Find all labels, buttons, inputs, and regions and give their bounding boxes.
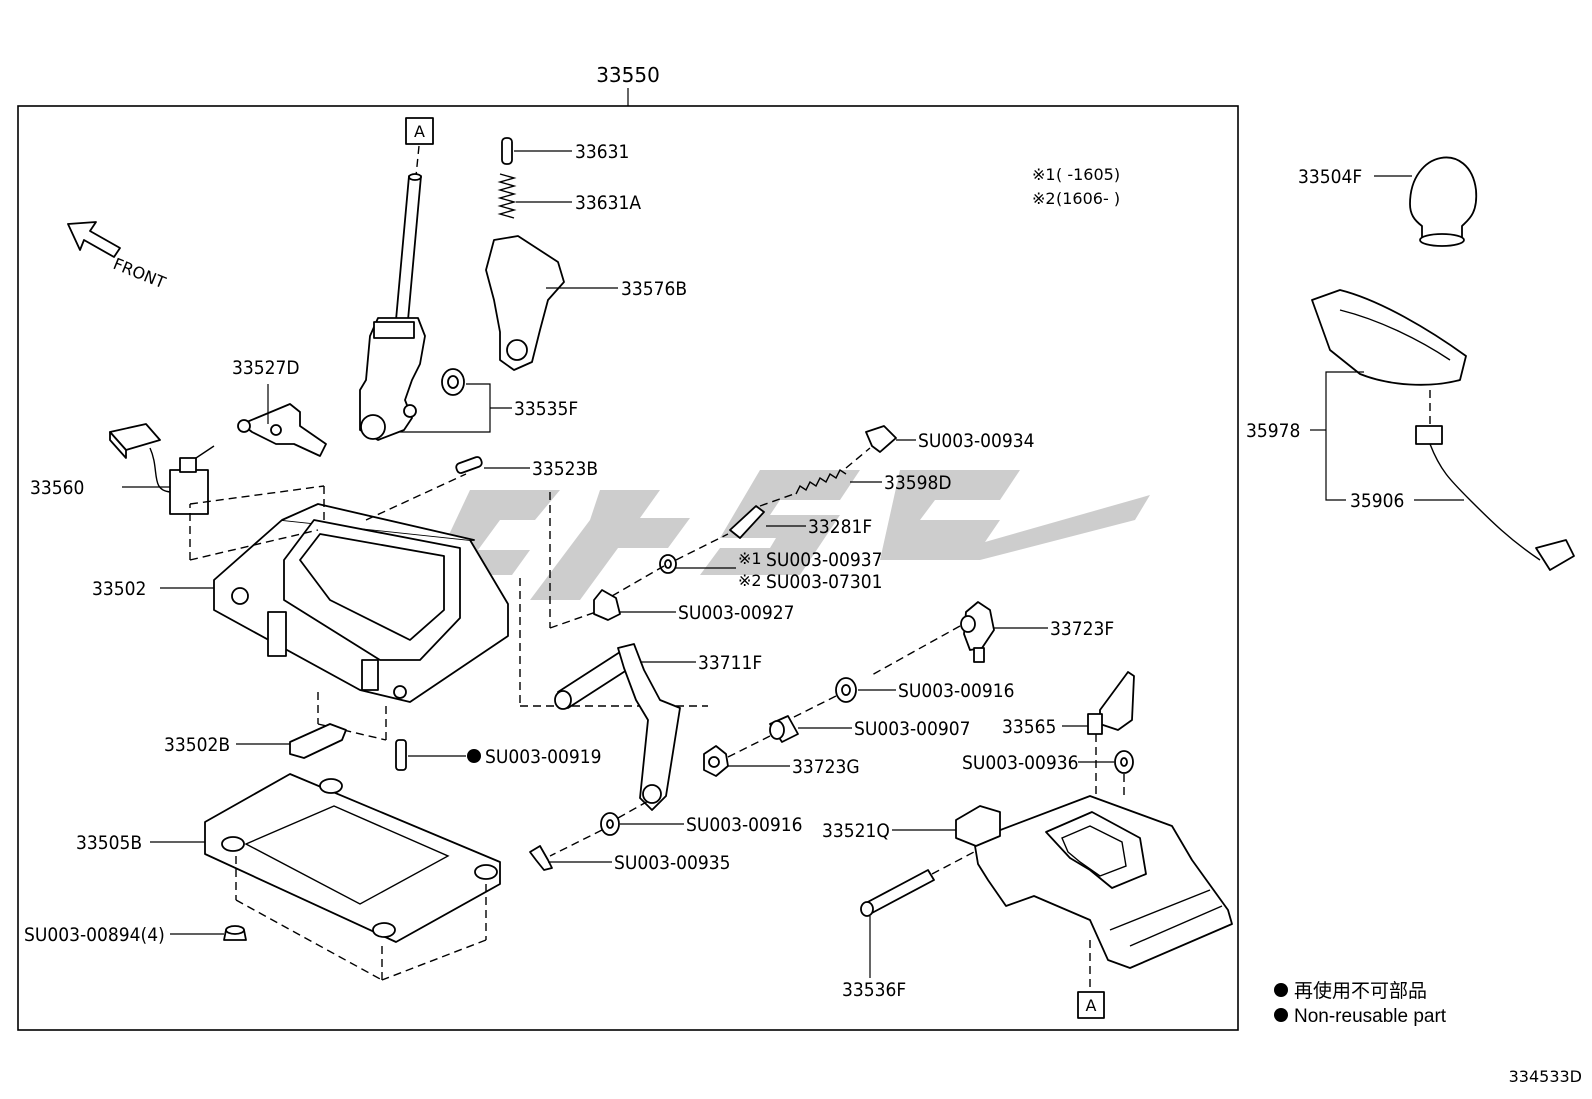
label-33505B: 33505B: [76, 832, 142, 854]
note1-range: ( -1605): [1056, 165, 1120, 184]
label-SU003-00936: SU003-00936: [962, 752, 1079, 774]
label-SU003-00916-lower: SU003-00916: [686, 814, 803, 836]
part-33535F: 33535F: [400, 368, 578, 433]
part-33723G: 33723G: [703, 745, 860, 778]
label-33536F: 33536F: [842, 979, 906, 1001]
part-33631A: 33631A: [497, 173, 641, 219]
label-33504F: 33504F: [1298, 166, 1362, 188]
part-SU003-00907: SU003-00907: [721, 715, 971, 761]
label-33711F: 33711F: [698, 652, 762, 674]
part-33505B: 33505B: [76, 773, 501, 981]
label-33521Q: 33521Q: [822, 820, 890, 842]
legend-line2: Non-reusable part: [1294, 1006, 1447, 1027]
ref-marker-top: A: [414, 122, 425, 141]
assembly-frame: 33550: [17, 63, 1239, 1031]
part-SU003-00936: SU003-00936: [962, 750, 1134, 800]
label-33523B: 33523B: [532, 458, 598, 480]
label-SU003-00919: SU003-00919: [485, 746, 602, 768]
label-33281F: 33281F: [808, 516, 872, 538]
shift-lever-rod: A: [359, 117, 434, 441]
front-label: FRONT: [111, 254, 169, 292]
part-SU003-00934: SU003-00934: [865, 425, 1035, 453]
part-SU003-00927: SU003-00927: [593, 565, 795, 624]
label-33502: 33502: [92, 578, 146, 600]
label-33723F: 33723F: [1050, 618, 1114, 640]
ref-marker-bottom-group: A: [1077, 940, 1105, 1019]
part-SU003-00894: SU003-00894(4): [24, 924, 247, 946]
label-33560: 33560: [30, 477, 84, 499]
part-SU003-00916-upper: SU003-00916: [791, 677, 1015, 719]
label-33527D: 33527D: [232, 357, 300, 379]
production-notes: ※1 ( -1605) ※2 (1606- ): [1032, 165, 1120, 208]
ref-marker-bottom: A: [1086, 996, 1097, 1015]
legend-bullet-2: [1274, 1008, 1288, 1022]
label-33502B: 33502B: [164, 734, 230, 756]
part-33502B: 33502B: [164, 723, 347, 759]
part-33711F: 33711F: [554, 643, 762, 811]
label-SU003-07301: SU003-07301: [766, 571, 883, 593]
label-33576B: 33576B: [621, 278, 687, 300]
label-SU003-00927: SU003-00927: [678, 602, 795, 624]
legend: 再使用不可部品 Non-reusable part: [1274, 980, 1447, 1027]
label-33631: 33631: [575, 141, 629, 163]
label-SU003-00916-upper: SU003-00916: [898, 680, 1015, 702]
label-SU003-00937: SU003-00937: [766, 549, 883, 571]
assembly-number: 33550: [596, 63, 660, 87]
part-33565: 33565: [1002, 671, 1135, 804]
note2-range: (1606- ): [1056, 189, 1120, 208]
label-SU003-00907: SU003-00907: [854, 718, 971, 740]
part-35978: 35978: [1246, 289, 1467, 501]
part-33631: 33631: [501, 137, 629, 165]
label-SU003-00935: SU003-00935: [614, 852, 731, 874]
part-33560: 33560: [30, 423, 215, 515]
part-33523B: 33523B: [455, 456, 598, 480]
part-33576B: 33576B: [485, 235, 687, 371]
part-SU003-00935: SU003-00935: [529, 845, 731, 874]
label-SU003-00894: SU003-00894(4): [24, 924, 165, 946]
note2-mark: ※2: [1032, 189, 1056, 208]
legend-bullet-1: [1274, 983, 1288, 997]
note2-mark-part: ※2: [738, 571, 762, 590]
label-33565: 33565: [1002, 716, 1056, 738]
part-SU003-00919: SU003-00919: [395, 739, 602, 771]
legend-line1: 再使用不可部品: [1294, 980, 1427, 1002]
label-35978: 35978: [1246, 420, 1300, 442]
part-33502: 33502: [92, 473, 708, 741]
part-33527D: 33527D: [232, 357, 327, 457]
non-reusable-bullet: [467, 749, 481, 763]
part-33598D: 33598D: [795, 447, 952, 495]
part-33536F: 33536F: [842, 851, 975, 1001]
part-33281F: 33281F: [729, 493, 872, 539]
label-SU003-00934: SU003-00934: [918, 430, 1035, 452]
label-35906: 35906: [1350, 490, 1404, 512]
part-35906: 35906: [1350, 425, 1575, 571]
label-33598D: 33598D: [884, 472, 952, 494]
part-33723F: 33723F: [869, 601, 1114, 677]
note1-mark: ※1: [1032, 165, 1056, 184]
part-33504F: 33504F: [1298, 156, 1478, 247]
diagram-id: 334533D: [1509, 1067, 1582, 1086]
label-33631A: 33631A: [575, 192, 641, 214]
note1-mark-part: ※1: [738, 549, 762, 568]
part-SU003-00916-lower: SU003-00916: [549, 799, 803, 857]
front-direction-arrow: FRONT: [67, 221, 169, 292]
part-33521Q: 33521Q: [822, 795, 1233, 969]
label-33535F: 33535F: [514, 398, 578, 420]
part-SU003-00937: ※1 SU003-00937 ※2 SU003-07301: [659, 533, 883, 593]
label-33723G: 33723G: [792, 756, 860, 778]
